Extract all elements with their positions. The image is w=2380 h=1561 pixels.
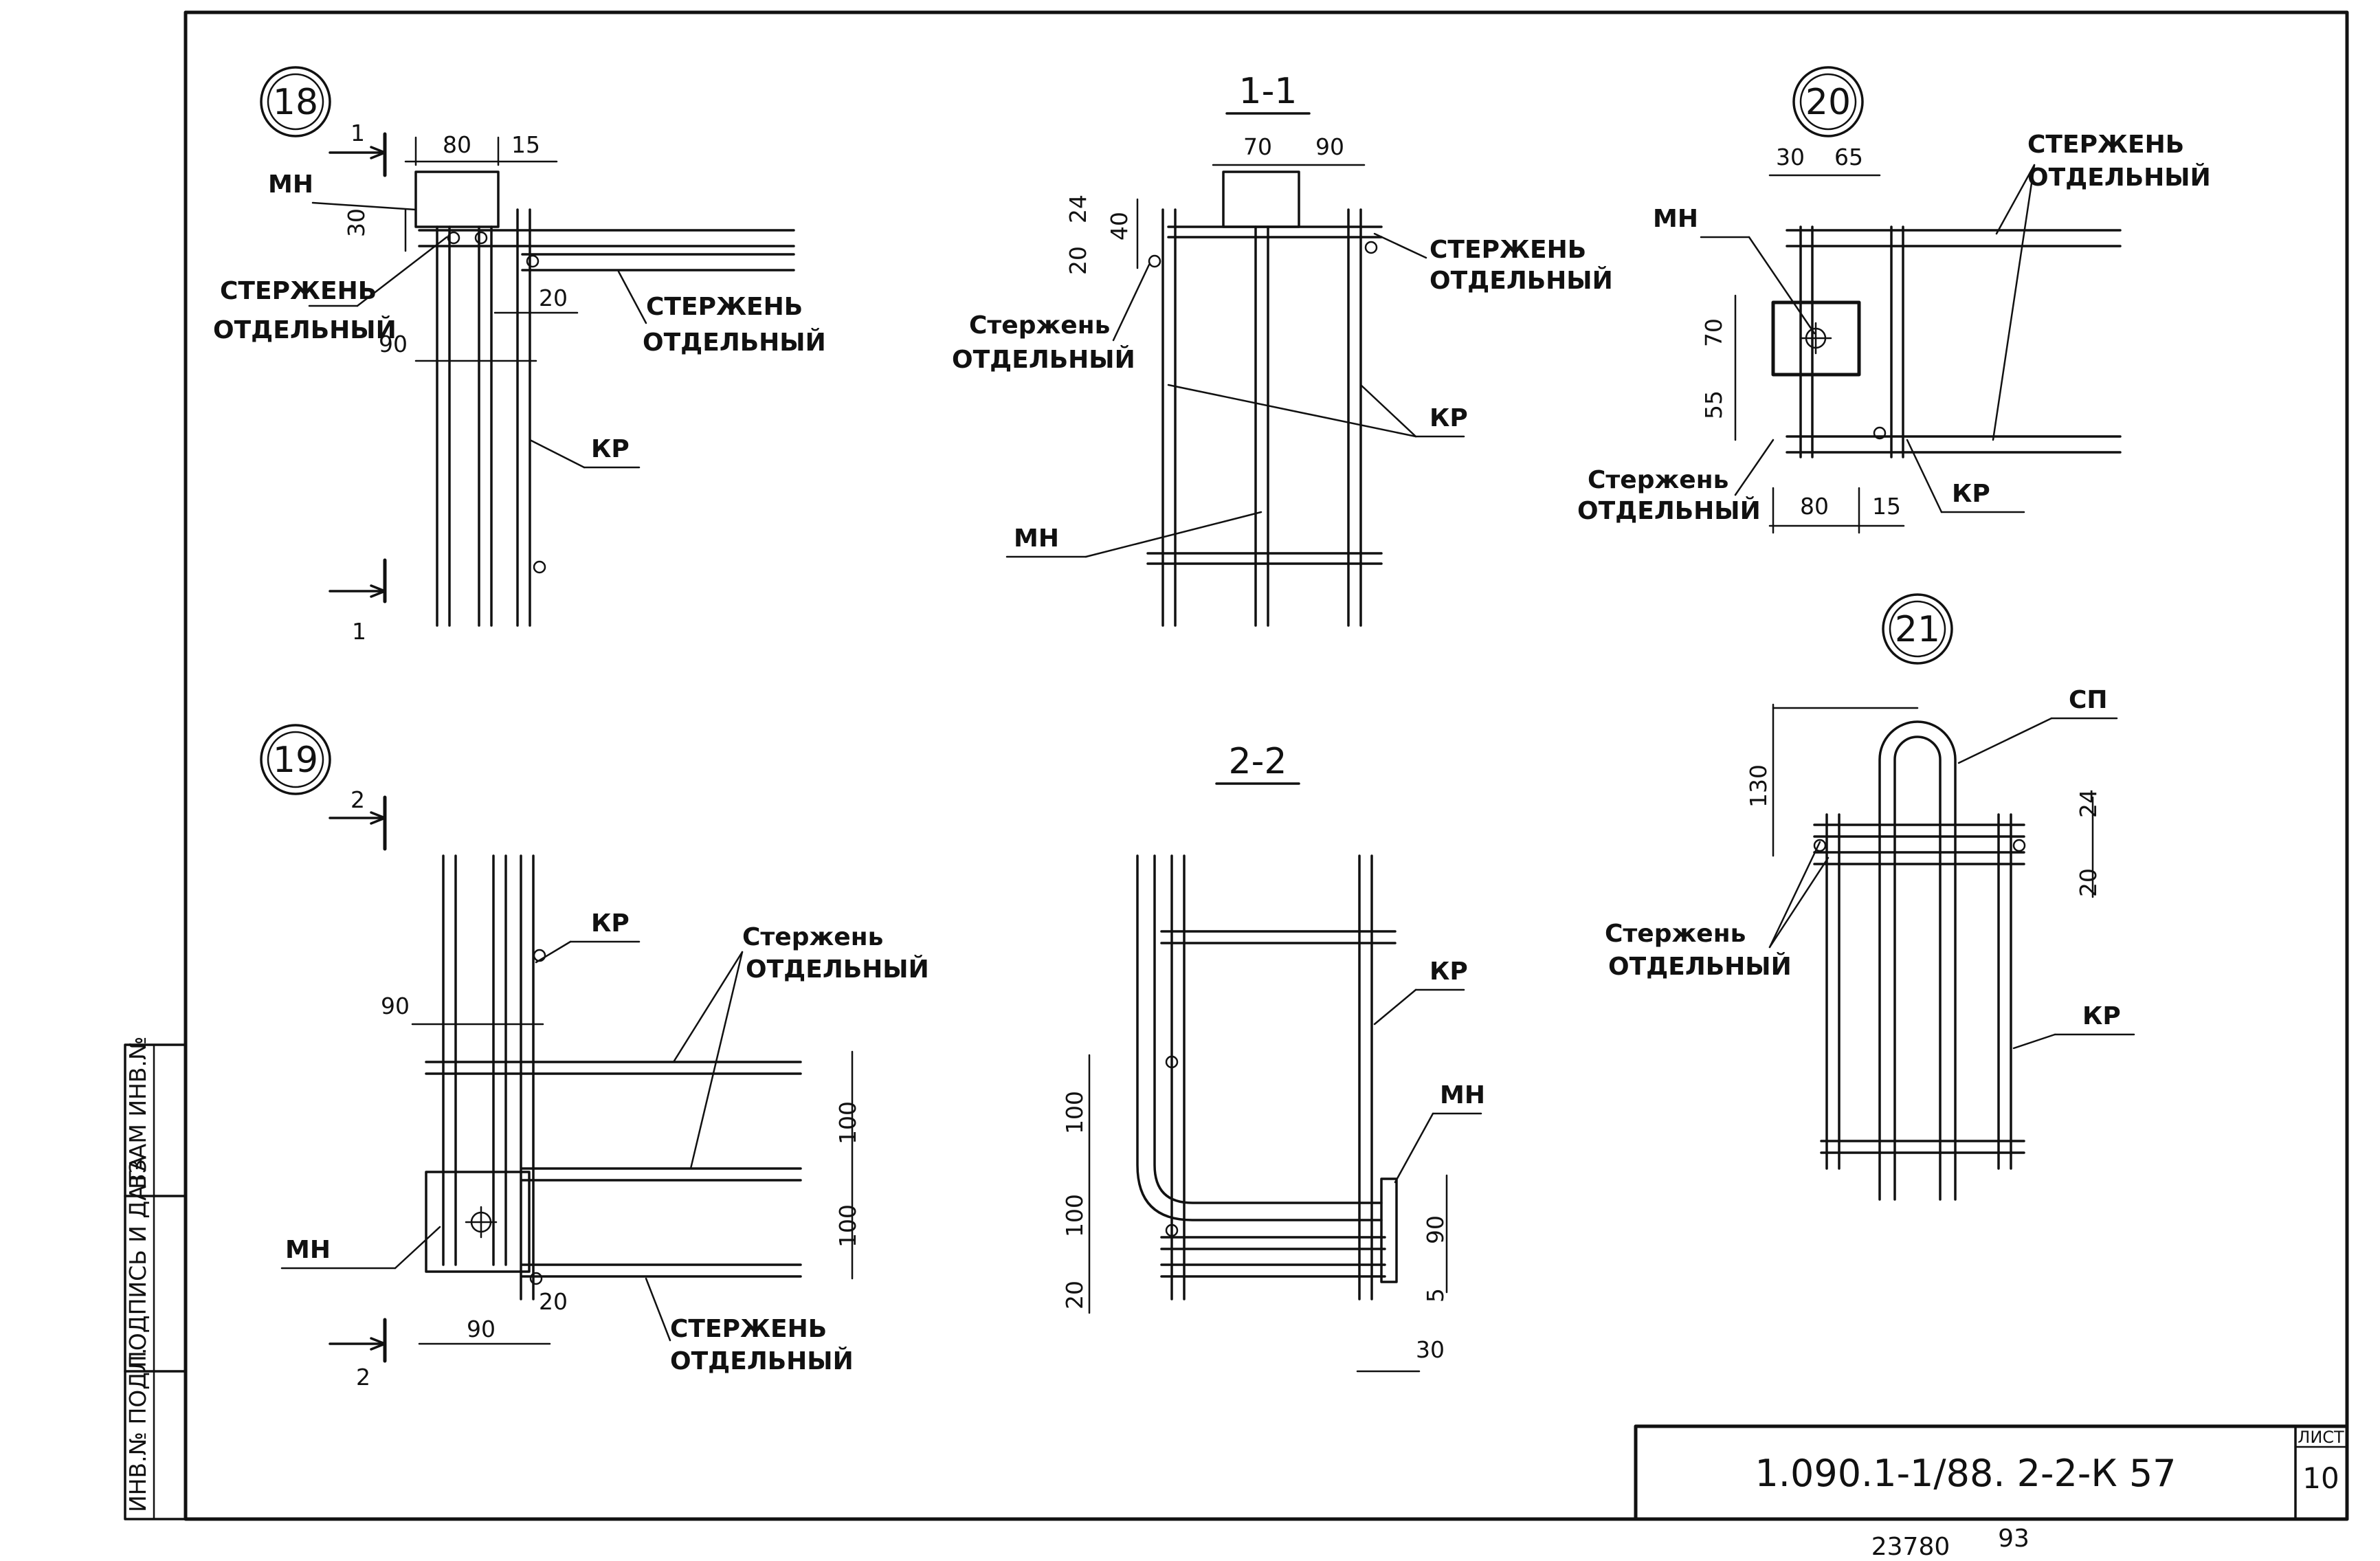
dim-90-c: 90 [381, 993, 410, 1019]
cut-mark-bottom: 1 [352, 618, 366, 645]
sheet-label: ЛИСТ [2298, 1428, 2344, 1447]
label-mn: МН [268, 170, 313, 199]
dim-55: 55 [1700, 390, 1727, 419]
dim-130: 130 [1745, 764, 1772, 808]
dim-100-b: 100 [834, 1204, 861, 1248]
stamp-vzam: ВЗАМ ИНВ.№ [124, 1037, 151, 1189]
sheet-designation: 1.090.1-1/88. 2-2-К 57 [1755, 1452, 2176, 1495]
label-mn-22: МН [1440, 1081, 1485, 1109]
dim-100-a: 100 [834, 1101, 861, 1144]
dim-70-b: 70 [1700, 318, 1727, 347]
dim-30-b: 30 [1776, 144, 1805, 170]
label-rod-right: СТЕРЖЕНЬ [646, 293, 803, 321]
section-2-2: 2-2 100 100 20 90 5 30 КР МН [1061, 741, 1485, 1373]
label-rod-20-top: СТЕРЖЕНЬ [2027, 131, 2184, 159]
cut-mark-19-top: 2 [351, 786, 365, 813]
detail-18: 18 1 1 80 15 30 90 [213, 66, 826, 645]
stamp-podpis: ПОДПИСЬ И ДАТА [124, 1155, 151, 1368]
dim-5: 5 [1422, 1288, 1449, 1303]
label-rod-11-right-2: ОТДЕЛЬНЫЙ [1430, 266, 1613, 295]
section-title-2-2: 2-2 [1229, 741, 1287, 782]
page-number: 93 [1998, 1525, 2029, 1553]
label-rod-11-left-2: ОТДЕЛЬНЫЙ [952, 345, 1135, 374]
callout-19: 19 [273, 740, 318, 781]
sheet-number: 10 [2302, 1461, 2339, 1495]
dim-65: 65 [1834, 144, 1863, 170]
label-rod-19-top: Стержень [742, 923, 883, 951]
label-sp: СП [2069, 686, 2108, 714]
dim-40: 40 [1106, 212, 1133, 241]
dim-20-c: 20 [539, 1288, 568, 1315]
dim-30-c: 30 [1416, 1336, 1445, 1363]
title-block: 1.090.1-1/88. 2-2-К 57 ЛИСТ 10 [1634, 1424, 2349, 1521]
label-rod-21-2: ОТДЕЛЬНЫЙ [1608, 952, 1792, 981]
dim-20-b: 20 [1065, 246, 1091, 275]
label-rod-11-left: Стержень [969, 311, 1110, 340]
label-rod-19-top-2: ОТДЕЛЬНЫЙ [746, 955, 929, 984]
label-rod-20-bot: Стержень [1588, 466, 1728, 494]
detail-19: 19 2 2 90 100 100 90 20 КР [260, 724, 929, 1391]
callout-18: 18 [273, 82, 318, 123]
label-rod-2: ОТДЕЛЬНЫЙ [213, 315, 397, 344]
label-mn-20: МН [1653, 205, 1698, 233]
stamp-inv: ИНВ.№ ПОДЛ. [124, 1348, 151, 1512]
dim-20: 20 [539, 285, 568, 311]
label-kr-19: КР [591, 909, 630, 938]
dim-24-b: 24 [2075, 789, 2102, 818]
dim-100-c: 100 [1061, 1091, 1088, 1134]
dim-90-b: 90 [1315, 133, 1344, 160]
section-title-1-1: 1-1 [1239, 71, 1298, 112]
dim-80: 80 [443, 131, 471, 158]
detail-20: 20 30 65 70 55 80 15 МН СТЕРЖЕНЬ ОТДЕЛЬН… [1577, 66, 2211, 534]
label-kr-22: КР [1430, 957, 1468, 986]
label-rod-19-bot: СТЕРЖЕНЬ [670, 1315, 827, 1343]
dim-70: 70 [1243, 133, 1272, 160]
cut-mark-19-bottom: 2 [356, 1364, 370, 1391]
label-mn-11: МН [1014, 524, 1059, 553]
dim-100-d: 100 [1061, 1194, 1088, 1237]
label-kr-20: КР [1952, 480, 1990, 508]
callout-21: 21 [1895, 609, 1940, 650]
label-rod-20-bot-2: ОТДЕЛЬНЫЙ [1577, 496, 1761, 525]
label-rod-20-top-2: ОТДЕЛЬНЫЙ [2027, 163, 2211, 192]
dim-20-e: 20 [2075, 868, 2102, 897]
callout-20: 20 [1805, 82, 1851, 123]
dim-80-b: 80 [1800, 493, 1829, 520]
dim-90-d: 90 [467, 1316, 496, 1342]
dim-90: 90 [379, 331, 408, 357]
dim-30: 30 [343, 208, 370, 237]
detail-21: 21 130 24 20 СП Стержень ОТДЕЛЬНЫЙ КР [1605, 593, 2135, 1201]
sheet-frame [183, 10, 2349, 1521]
label-rod-19-bot-2: ОТДЕЛЬНЫЙ [670, 1347, 854, 1375]
label-rod-right-2: ОТДЕЛЬНЫЙ [643, 328, 826, 357]
archive-number: 23780 [1871, 1533, 1950, 1561]
label-kr-11: КР [1430, 404, 1468, 432]
label-rod-21: Стержень [1605, 920, 1746, 948]
cut-mark-top: 1 [351, 120, 365, 146]
label-mn-19: МН [285, 1236, 331, 1264]
section-1-1: 1-1 70 90 24 40 20 Стержень ОТДЕЛЬНЫЙ СТ… [952, 71, 1613, 627]
dim-24: 24 [1065, 195, 1091, 223]
label-rod: СТЕРЖЕНЬ [220, 277, 377, 305]
side-stamp: ВЗАМ ИНВ.№ ПОДПИСЬ И ДАТА ИНВ.№ ПОДЛ. [124, 1037, 187, 1520]
dim-20-d: 20 [1061, 1281, 1088, 1309]
label-kr-21: КР [2082, 1002, 2121, 1030]
label-kr: КР [591, 435, 630, 463]
dim-15: 15 [511, 131, 540, 158]
label-rod-11-right: СТЕРЖЕНЬ [1430, 236, 1586, 264]
dim-15-b: 15 [1872, 493, 1901, 520]
dim-90-e: 90 [1422, 1215, 1449, 1244]
